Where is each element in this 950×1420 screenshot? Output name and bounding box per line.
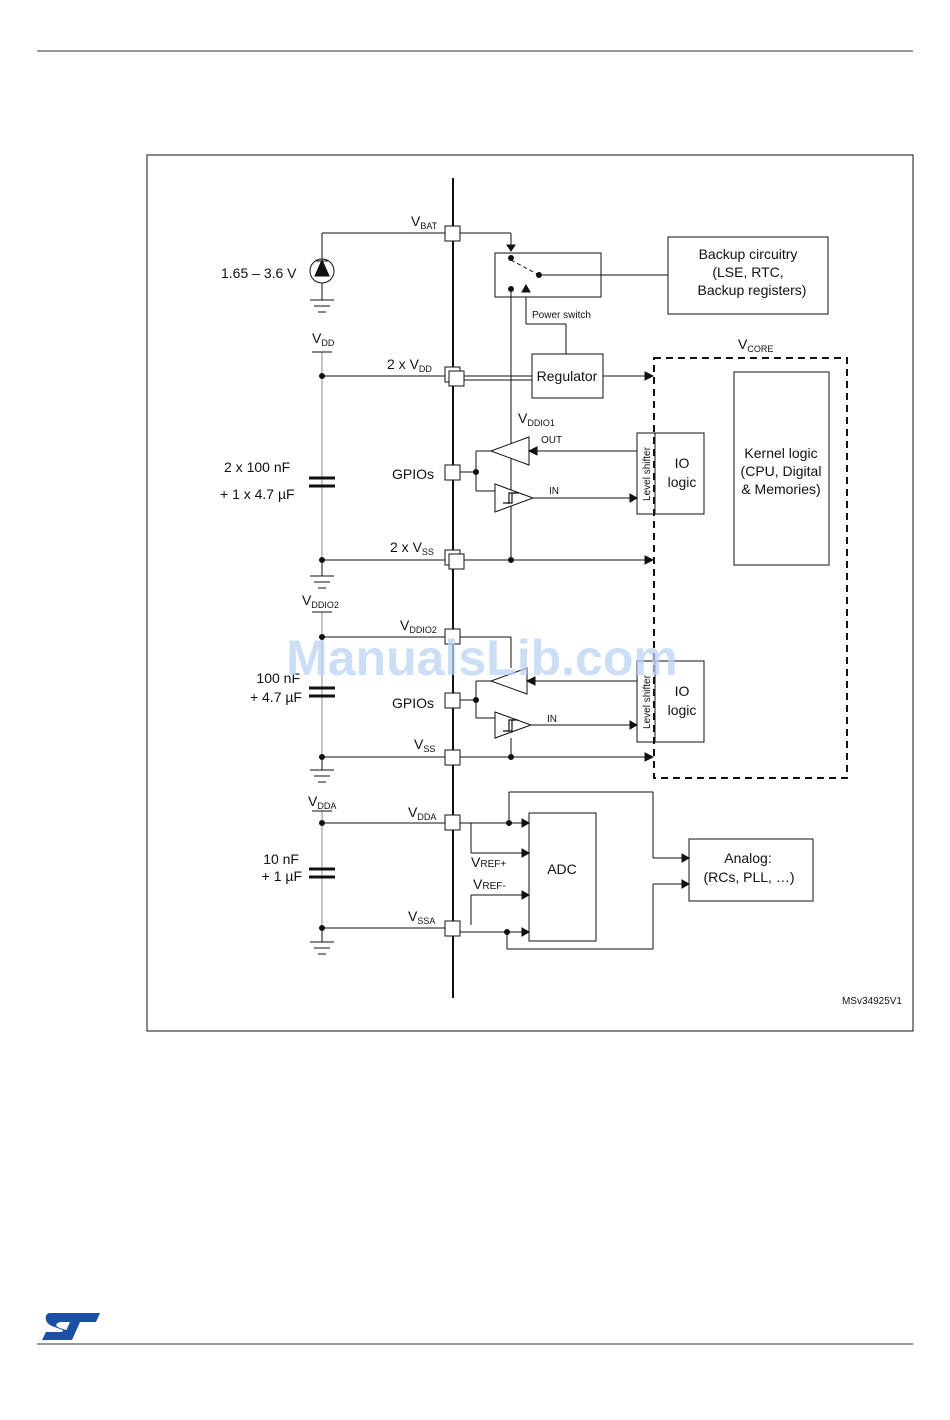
- vddio2-left-label: VDDIO2: [302, 592, 339, 610]
- cap1-line2: + 1 x 4.7 µF: [220, 486, 295, 502]
- backup-circuitry-line1: Backup circuitry: [699, 246, 798, 262]
- vdda-left-label: VDDA: [308, 793, 336, 811]
- in-label-2: IN: [547, 714, 557, 725]
- kernel-logic-line2: (CPU, Digital: [741, 463, 822, 479]
- io-logic-2-line2: logic: [668, 702, 697, 718]
- vref-plus-label: VREF+: [471, 854, 506, 870]
- adc-label: ADC: [547, 861, 577, 877]
- vddio2-pin-label: VDDIO2: [400, 617, 437, 635]
- io-logic-1-line2: logic: [668, 474, 697, 490]
- out-label-1: OUT: [541, 435, 562, 446]
- vdda-pin-label: VDDA: [408, 804, 436, 822]
- gpios-label-1: GPIOs: [392, 466, 434, 482]
- power-switch-label: Power switch: [532, 310, 591, 321]
- cap2-line2: + 4.7 µF: [250, 689, 302, 705]
- vss2-label: VSS: [414, 736, 435, 754]
- watermark-text: ManualsLib.com: [286, 630, 678, 686]
- vddio1-label: VDDIO1: [518, 410, 555, 428]
- regulator-label: Regulator: [537, 368, 598, 384]
- vssa-label: VSSA: [408, 908, 435, 926]
- cap1-line1: 2 x 100 nF: [224, 459, 290, 475]
- analog-line1: Analog:: [724, 850, 771, 866]
- io-logic-2-line1: IO: [675, 683, 690, 699]
- analog-line2: (RCs, PLL, …): [703, 869, 794, 885]
- vref-minus-label: VREF-: [473, 876, 506, 892]
- figure-id-label: MSv34925V1: [842, 996, 902, 1007]
- backup-circuitry-line3: Backup registers): [698, 282, 807, 298]
- in-label-1: IN: [549, 486, 559, 497]
- cap3-line2: + 1 µF: [262, 868, 302, 884]
- kernel-logic-line1: Kernel logic: [744, 445, 817, 461]
- cap2-line1: 100 nF: [256, 670, 300, 686]
- figure-frame: [146, 154, 914, 1032]
- backup-circuitry-line2: (LSE, RTC,: [712, 264, 783, 280]
- vdd-left-label: VDD: [312, 330, 335, 348]
- vbat-label: VBAT: [411, 213, 438, 231]
- io-logic-1-line1: IO: [675, 455, 690, 471]
- level-shifter-label-1: Level shifter: [642, 446, 653, 501]
- st-logo-icon: [42, 1313, 100, 1340]
- kernel-logic-line3: & Memories): [741, 481, 820, 497]
- source-range-label: 1.65 – 3.6 V: [221, 265, 297, 281]
- cap3-line1: 10 nF: [263, 851, 299, 867]
- power-supply-diagram: [309, 178, 848, 998]
- vss-pin-label: 2 x VSS: [390, 539, 434, 557]
- level-shifter-label-2: Level shifter: [642, 674, 653, 729]
- gpios-label-2: GPIOs: [392, 695, 434, 711]
- vdd-pin-label: 2 x VDD: [387, 356, 432, 374]
- vcore-label: VCORE: [738, 336, 773, 354]
